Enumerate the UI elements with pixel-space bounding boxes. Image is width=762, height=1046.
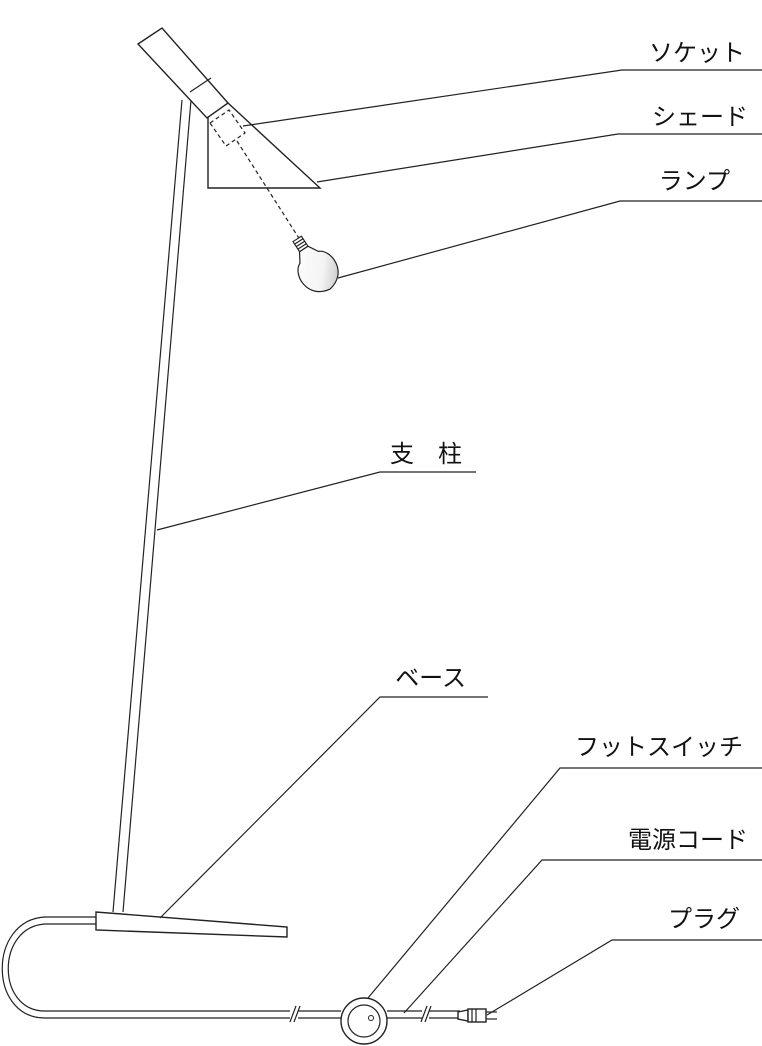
label-foot-switch: フットスイッチ [575,733,743,761]
lamp-bulb [292,235,339,292]
lamp-head [136,27,322,244]
foot-switch [340,997,388,1045]
shade [207,102,322,189]
label-plug: プラグ [668,905,740,933]
labels: ソケット シェード ランプ 支 柱 ベース フットスイッチ 電源コード プラグ [390,39,748,933]
leader-lamp [337,200,762,279]
label-socket: ソケット [649,39,745,67]
leader-foot-switch [367,767,762,999]
leader-shade [316,133,762,183]
leader-lines [156,69,762,1016]
leader-socket [242,69,762,127]
leader-pole [156,471,476,531]
leader-power-cord [403,859,762,1014]
leader-base [159,696,488,919]
label-power-cord: 電源コード [628,826,748,854]
label-shade: シェード [652,103,748,131]
base [95,911,288,938]
pole [112,99,192,913]
power-cord [1,916,460,1023]
leader-plug [486,939,762,1016]
label-pole: 支 柱 [390,440,462,468]
label-lamp: ランプ [659,167,730,195]
label-base: ベース [395,664,466,692]
plug [457,1008,497,1023]
socket [136,27,230,119]
